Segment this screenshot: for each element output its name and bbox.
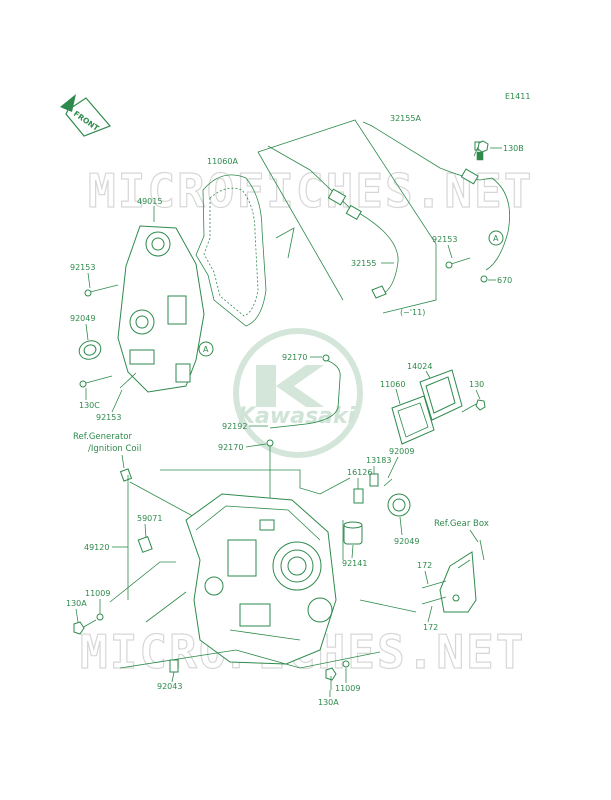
label-59071: 59071	[137, 514, 162, 523]
brand-logo: Kawasaki	[233, 328, 363, 458]
label-130a-left: 130A	[66, 599, 87, 608]
label-92170-mid: 92170	[218, 443, 243, 452]
label-11060: 11060	[380, 380, 405, 389]
label-172-upper: 172	[417, 561, 432, 570]
callout-a-top: A	[493, 234, 499, 243]
label-16126: 16126	[347, 468, 372, 477]
diagram-code: E1411	[505, 92, 530, 101]
label-130: 130	[469, 380, 484, 389]
label-92153-top-right: 92153	[432, 235, 457, 244]
label-49120: 49120	[84, 543, 109, 552]
label-92049-left: 92049	[70, 314, 95, 323]
label-130b: 130B	[503, 144, 524, 153]
label-49015: 49015	[137, 197, 162, 206]
front-arrow-icon: FRONT	[60, 94, 112, 137]
label-130a-bottom: 130A	[318, 698, 339, 707]
label-92049-right: 92049	[394, 537, 419, 546]
label-92170-top: 92170	[282, 353, 307, 362]
breather-cover-14024	[419, 369, 463, 421]
label-92192: 92192	[222, 422, 247, 431]
label-11060a: 11060A	[207, 157, 238, 166]
ref-generator-line1: Ref.Generator	[73, 432, 132, 442]
cable-assembly-group: A	[257, 119, 511, 314]
watermark-top: MICROFICHES.NET	[88, 164, 533, 218]
label-14024: 14024	[407, 362, 432, 371]
ref-generator-line2: /Ignition Coil	[88, 444, 141, 454]
label-32155a: 32155A	[390, 114, 421, 123]
ref-gear-box: Ref.Gear Box	[434, 519, 489, 529]
label-13183: 13183	[366, 456, 391, 465]
gear-cover-49015	[117, 225, 205, 393]
label-32155: 32155	[351, 259, 376, 268]
label-92141: 92141	[342, 559, 367, 568]
label-11009-left: 11009	[85, 589, 110, 598]
label-130c: 130C	[79, 401, 100, 410]
callout-a-left: A	[203, 345, 209, 354]
gear-box-bracket	[421, 539, 485, 613]
label-670: 670	[497, 276, 512, 285]
part-labels: 32155A 130B 11060A 49015 92153 32155 670…	[66, 114, 524, 707]
label-172-lower: 172	[423, 623, 438, 632]
cover-gasket-11060a	[195, 174, 267, 327]
label-92043: 92043	[157, 682, 182, 691]
breather-gasket-11060	[391, 395, 435, 445]
label-11-note: (~'11)	[400, 308, 425, 317]
crankcase-49120	[129, 469, 351, 665]
label-92153-left: 92153	[70, 263, 95, 272]
label-92009: 92009	[389, 447, 414, 456]
label-92153-left-low: 92153	[96, 413, 121, 422]
label-11009-bottom: 11009	[335, 684, 360, 693]
reference-notes: Ref.Generator /Ignition Coil Ref.Gear Bo…	[73, 432, 489, 543]
